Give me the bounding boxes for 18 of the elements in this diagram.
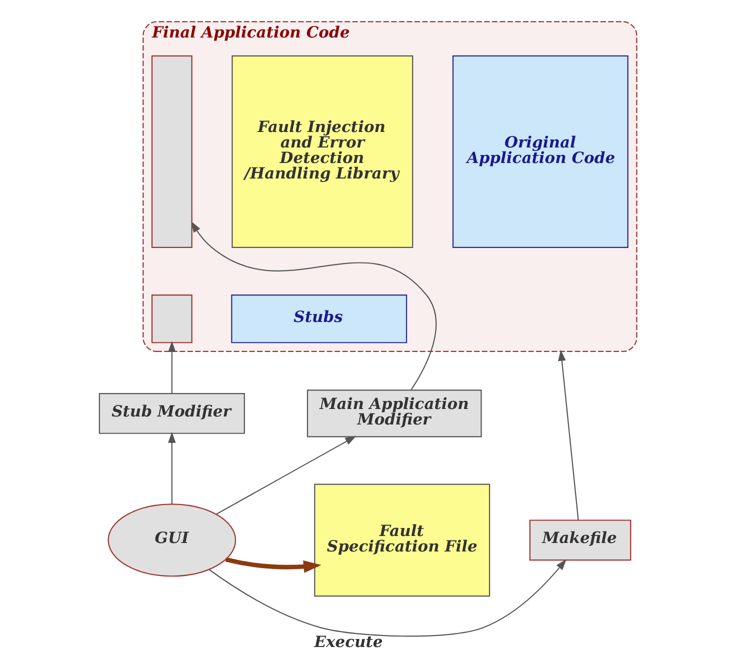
arrow [168,340,176,394]
arrow [168,432,176,504]
arrow [558,350,578,520]
arrow [208,559,566,637]
arrow [190,221,436,390]
node-ellipse: GUI [107,504,236,577]
node-box: Fault Specification File [314,484,490,597]
node-box: Stubs [230,294,407,344]
edge-label: Execute [314,632,382,651]
node-box [150,55,192,248]
node-box: Main Application Modifier [306,390,482,438]
arrow [224,557,321,573]
node-box: Original Application Code [452,55,628,248]
node-box: Makefile [528,520,631,561]
node-box: Fault Injection and Error Detection /Handling Library [231,55,413,248]
node-box: Stub Modifier [98,392,244,434]
arrow [216,436,356,515]
node-box [150,294,192,344]
